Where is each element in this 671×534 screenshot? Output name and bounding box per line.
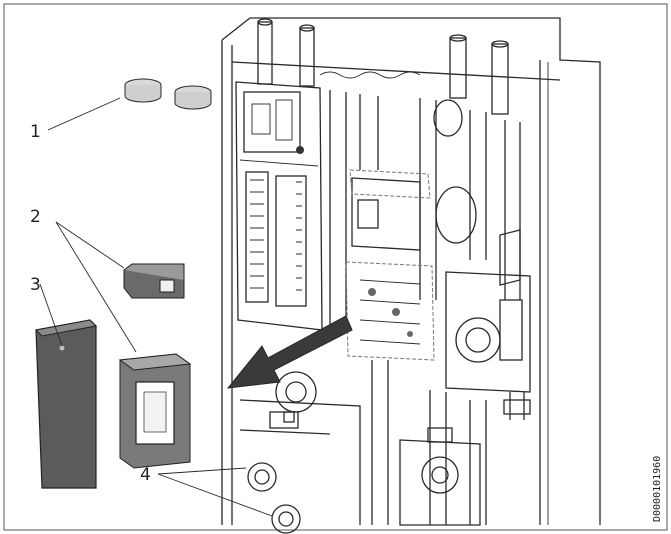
callout-2: 2 — [30, 207, 41, 227]
removal-arrow — [226, 315, 353, 389]
part-3-panel — [34, 319, 98, 489]
pump-assembly — [445, 271, 531, 420]
leader-line-3 — [39, 283, 63, 347]
piping-assembly — [329, 90, 521, 330]
bottom-connectors — [247, 462, 301, 534]
leader-line-2b — [55, 221, 137, 353]
part-2-frame — [118, 353, 192, 469]
highlighted-module — [345, 169, 435, 361]
part-1-caps — [124, 78, 212, 110]
callout-4: 4 — [140, 465, 151, 485]
figure-border — [3, 3, 668, 531]
drawing-code: D0000101960 — [652, 456, 663, 522]
part-2-clip — [123, 263, 185, 299]
leader-line-1 — [47, 97, 121, 131]
leader-line-4b — [157, 473, 273, 517]
control-board — [235, 81, 323, 331]
callout-3: 3 — [30, 275, 41, 295]
leader-line-4a — [157, 467, 247, 475]
motor-housing — [269, 371, 317, 429]
leader-line-2a — [55, 221, 125, 269]
callout-1: 1 — [30, 122, 41, 142]
appliance-unit — [221, 17, 601, 534]
lower-fittings — [239, 360, 487, 526]
